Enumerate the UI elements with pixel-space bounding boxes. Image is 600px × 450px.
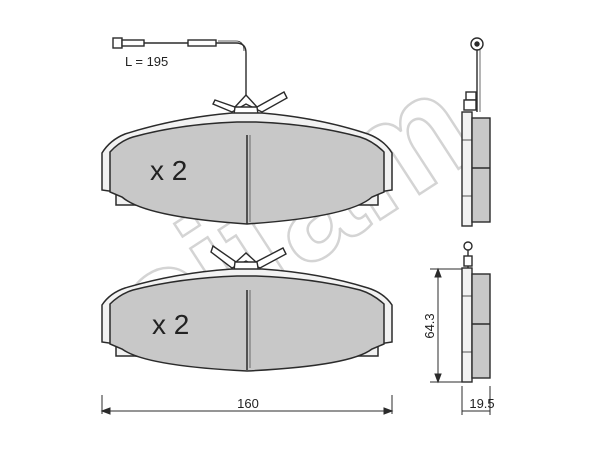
width-dimension-label: 160 bbox=[237, 396, 259, 411]
sensor-length-label: L = 195 bbox=[125, 54, 168, 69]
height-dimension-label: 64.3 bbox=[422, 313, 437, 338]
brake-pad-bottom: x 2 bbox=[101, 268, 393, 372]
backing-plate-edge-bottom bbox=[461, 267, 473, 383]
dimension-width bbox=[100, 395, 394, 415]
quantity-label-bottom: x 2 bbox=[152, 309, 189, 340]
dimension-height bbox=[430, 267, 462, 384]
backing-plate-edge-top bbox=[461, 111, 473, 227]
friction-edge-bottom bbox=[471, 273, 491, 379]
sensor-connector bbox=[121, 39, 145, 47]
dimension-thickness bbox=[461, 386, 491, 415]
sensor-plug bbox=[112, 37, 123, 49]
wear-sensor bbox=[112, 37, 247, 95]
side-view-top bbox=[461, 37, 491, 227]
friction-edge-top bbox=[471, 117, 491, 223]
quantity-label-top: x 2 bbox=[150, 155, 187, 186]
brake-pad-top: x 2 bbox=[101, 112, 393, 225]
sensor-sleeve bbox=[187, 39, 217, 47]
side-view-bottom bbox=[461, 241, 491, 383]
thickness-dimension-label: 19.5 bbox=[469, 396, 494, 411]
sensor-end-bottom bbox=[463, 241, 473, 251]
